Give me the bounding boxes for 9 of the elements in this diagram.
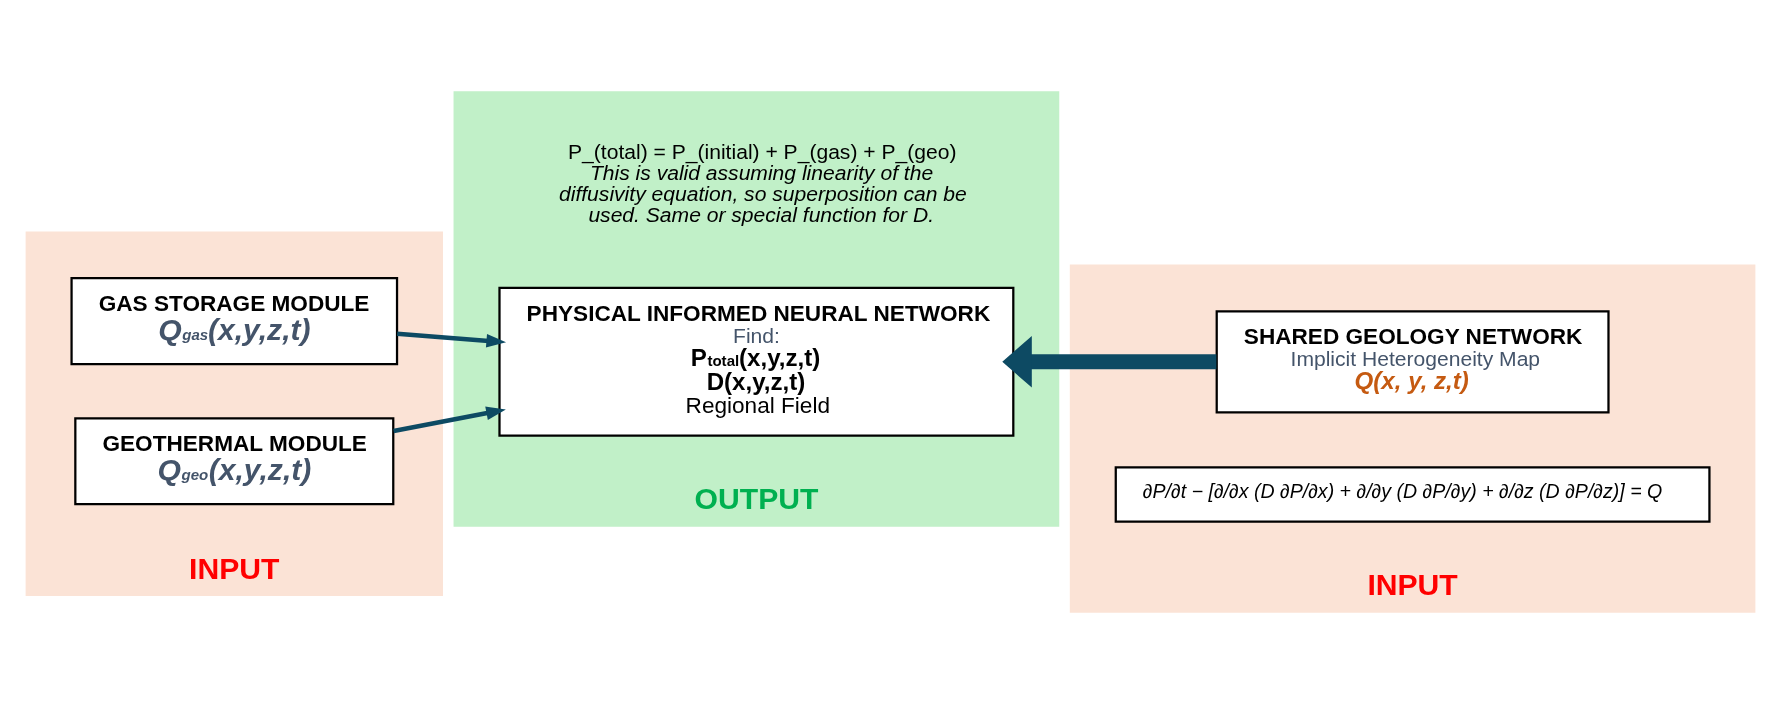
arrow <box>393 405 506 433</box>
node-box: ∂P/∂t − [∂/∂x (D ∂P/∂x) + ∂/∂y (D ∂P/∂y) + ∂/∂z (D ∂P/∂z)] = Q <box>1114 465 1711 523</box>
node-box: SHARED GEOLOGY NETWORK Implicit Heterogeneity Map Q(x, y, z,t) <box>1215 309 1610 413</box>
node-label: P_(total) = P_(initial) + P_(gas) + P_(geo) <box>568 139 957 163</box>
node-box: GAS STORAGE MODULE Qgas(x,y,z,t) <box>70 276 399 365</box>
arrow <box>397 331 507 348</box>
node-box: PHYSICAL INFORMED NEURAL NETWORK Find: Ptotal(x,y,z,t) D(x,y,z,t) Regional Field <box>498 286 1015 437</box>
node-box: GEOTHERMAL MODULE Qgeo(x,y,z,t) <box>74 416 395 505</box>
arrow <box>1002 335 1217 388</box>
